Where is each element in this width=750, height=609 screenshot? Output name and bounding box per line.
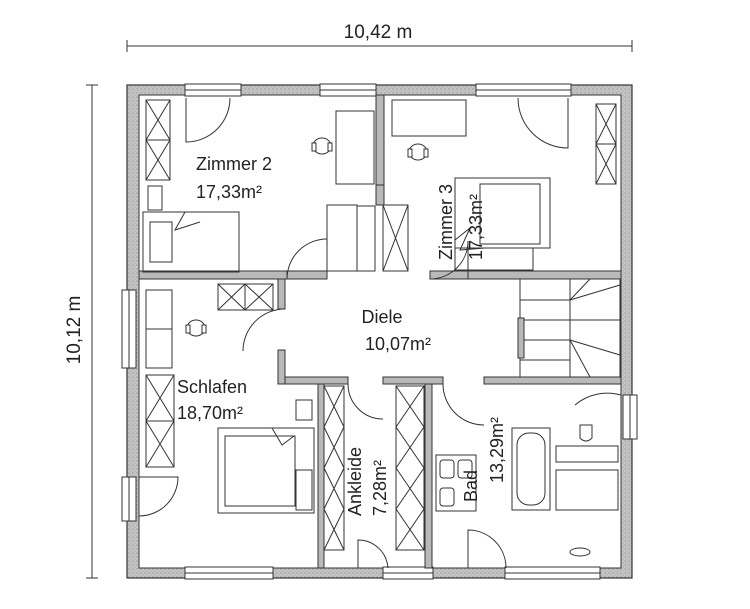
room-bad: Bad 13,29m² — [461, 417, 507, 502]
room-zimmer2: Zimmer 2 17,33m² — [196, 154, 272, 202]
room-diele: Diele 10,07m² — [361, 307, 431, 354]
room-ankleide: Ankleide 7,28m² — [345, 447, 390, 516]
height-dimension-label: 10,12 m — [64, 296, 85, 365]
interior-walls — [138, 94, 622, 569]
chair-icon — [311, 137, 333, 155]
room-area-ankleide: 7,28m² — [370, 460, 390, 516]
zimmer2-furniture — [142, 97, 376, 273]
bathtub — [511, 427, 551, 511]
room-area-zimmer2: 17,33m² — [196, 182, 262, 202]
ankleide-furniture — [323, 385, 425, 569]
room-schlafen: Schlafen 18,70m² — [177, 377, 247, 423]
chair-icon — [185, 319, 207, 337]
room-area-schlafen: 18,70m² — [177, 403, 243, 423]
desk-zimmer3 — [391, 99, 467, 137]
height-dimension — [86, 84, 98, 579]
room-zimmer3: Zimmer 3 17,33m² — [436, 184, 486, 260]
bad-fixtures — [435, 392, 622, 569]
width-dimension-label: 10,42 m — [344, 22, 413, 43]
room-area-diele: 10,07m² — [365, 334, 431, 354]
diele-features — [242, 238, 621, 426]
desk-zimmer2 — [335, 110, 375, 185]
outer-walls — [126, 84, 633, 579]
width-dimension — [126, 40, 633, 52]
bed-schlafen — [217, 427, 315, 514]
room-name-ankleide: Ankleide — [345, 447, 365, 516]
schlafen-furniture — [138, 283, 315, 517]
room-area-zimmer3: 17,33m² — [466, 194, 486, 260]
room-name-zimmer3: Zimmer 3 — [436, 184, 456, 260]
chair-icon — [407, 143, 429, 161]
bed-zimmer2 — [142, 211, 240, 273]
room-name-bad: Bad — [461, 470, 481, 502]
windows — [121, 83, 638, 580]
room-area-bad: 13,29m² — [487, 417, 507, 483]
room-name-diele: Diele — [361, 307, 402, 327]
room-name-zimmer2: Zimmer 2 — [196, 154, 272, 174]
toilet-icon — [579, 424, 593, 442]
sink-counter — [435, 454, 477, 512]
room-name-schlafen: Schlafen — [177, 377, 247, 397]
zimmer3-furniture — [382, 97, 617, 272]
